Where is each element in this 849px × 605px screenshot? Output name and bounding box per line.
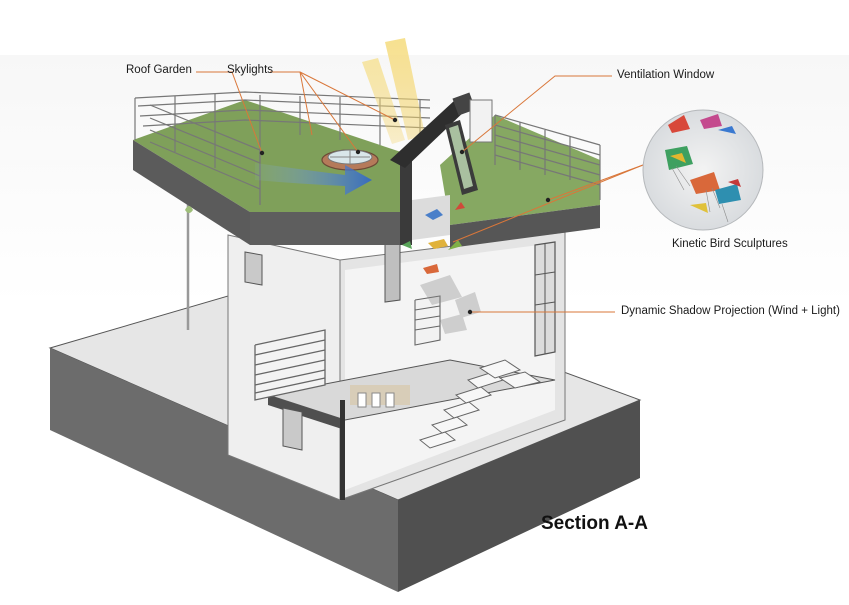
roof-garden-label: Roof Garden (126, 64, 192, 76)
leader-lines (196, 71, 644, 313)
balcony-railing (254, 329, 326, 401)
kinetic-bird-sculptures-label: Kinetic Bird Sculptures (672, 238, 788, 250)
section-title: Section A-A (541, 513, 648, 534)
ventilation-window-label: Ventilation Window (617, 69, 715, 81)
interior-railing (414, 295, 441, 346)
leader-kinetic (547, 164, 644, 201)
skylights-label: Skylights (227, 64, 274, 76)
leader-skylights-3 (299, 71, 313, 136)
vine (185, 206, 193, 213)
roof-railing-right (494, 114, 601, 200)
interior-birds (402, 202, 465, 274)
lower-volume (227, 231, 566, 501)
leader-ventilation (461, 75, 612, 153)
wind-arrow (255, 163, 372, 195)
ventilation-window (390, 92, 493, 195)
leader-roof-garden (196, 71, 263, 154)
dynamic-shadow-projection-label: Dynamic Shadow Projection (Wind + Light) (621, 305, 840, 317)
leader-skylights-2 (299, 71, 396, 121)
sun-beams (362, 38, 425, 144)
stair (418, 359, 542, 449)
skylight (321, 149, 379, 171)
leader-kinetic-2 (452, 164, 644, 243)
kinetic-bird-inset (642, 109, 764, 231)
